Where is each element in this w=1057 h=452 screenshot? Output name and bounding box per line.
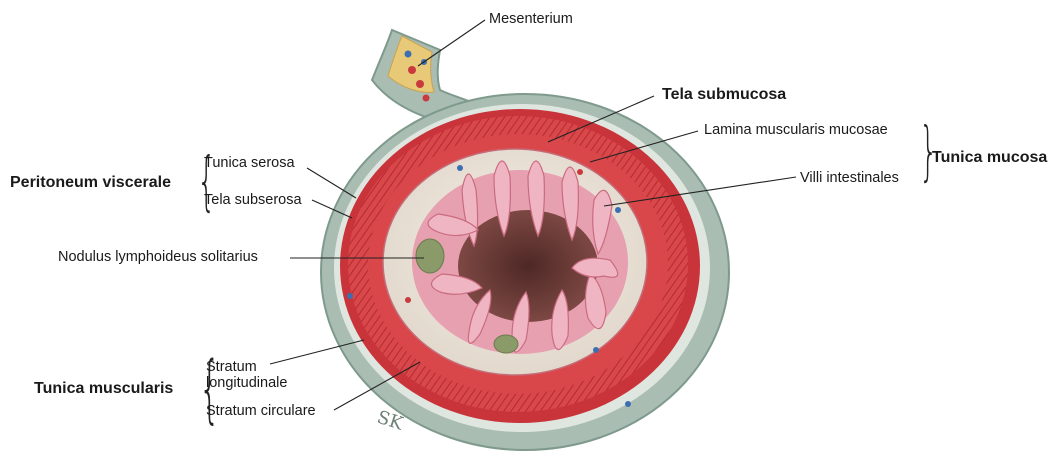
- brace-tunica-muscularis: {: [199, 352, 220, 426]
- lymphoid-nodule-2: [494, 335, 518, 353]
- label-lamina-muscularis-mucosae: Lamina muscularis mucosae: [704, 122, 888, 139]
- label-tunica-serosa: Tunica serosa: [204, 155, 295, 172]
- label-stratum-circulare: Stratum circulare: [206, 403, 316, 420]
- lymphoid-nodule: [416, 239, 444, 273]
- label-peritoneum-viscerale: Peritoneum viscerale: [10, 173, 171, 192]
- label-tunica-muscularis: Tunica muscularis: [34, 379, 173, 398]
- label-nodulus-lymphoideus-solitarius: Nodulus lymphoideus solitarius: [58, 249, 258, 266]
- label-tunica-mucosa: Tunica mucosa: [932, 148, 1047, 167]
- label-tela-submucosa: Tela submucosa: [662, 85, 786, 104]
- label-tela-subserosa: Tela subserosa: [204, 192, 302, 209]
- label-mesenterium: Mesenterium: [489, 11, 573, 28]
- label-villi-intestinales: Villi intestinales: [800, 170, 899, 187]
